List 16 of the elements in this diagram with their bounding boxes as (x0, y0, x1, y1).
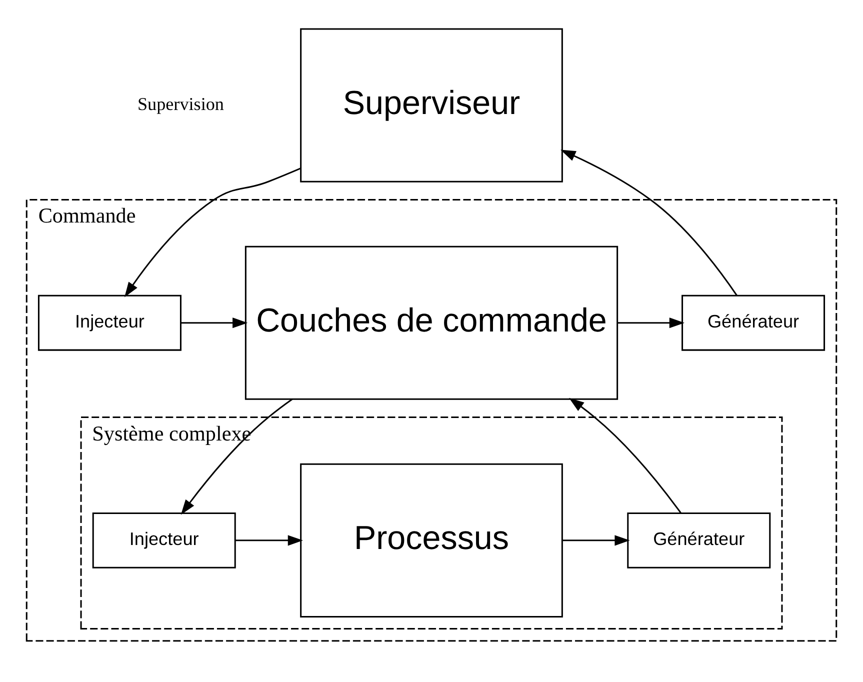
node-box: Processus (300, 463, 563, 618)
arrow (235, 535, 303, 546)
arrow (618, 318, 684, 328)
node-box: Générateur (627, 512, 771, 568)
arrow (560, 150, 738, 296)
node-box: Superviseur (300, 28, 563, 182)
arrow (180, 318, 248, 328)
node-box: Couches de commande (244, 246, 618, 400)
node-box: Générateur (682, 294, 826, 351)
label: Supervision (137, 94, 224, 114)
node-box: Injecteur (38, 294, 182, 351)
arrow (180, 398, 293, 515)
arrow (124, 168, 301, 298)
node-box: Injecteur (92, 512, 236, 568)
arrow (568, 398, 682, 514)
arrow (562, 535, 630, 546)
